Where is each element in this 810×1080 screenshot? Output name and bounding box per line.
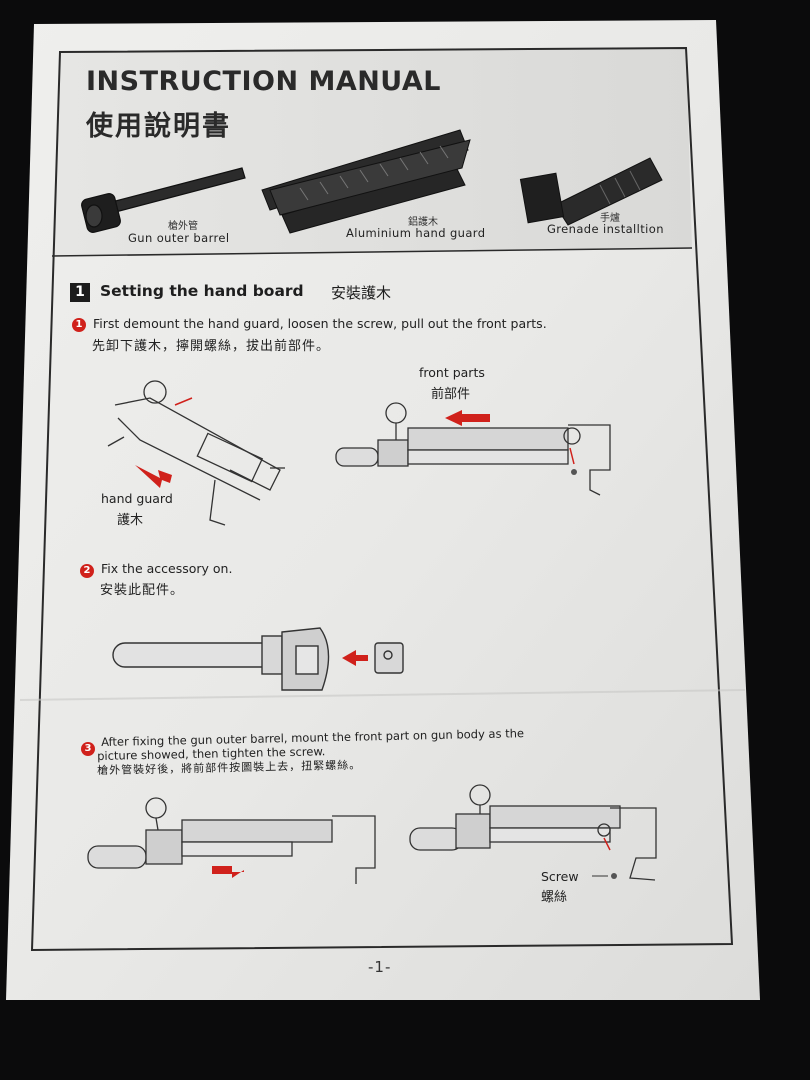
step3-arrow [212,866,244,878]
part-gun-outer-barrel-cn: 槍外管 [168,221,198,232]
section-title: Setting the hand board [100,282,304,300]
step-2-text-cn: 安裝此配件。 [100,583,185,598]
part-grenade-cn: 手爐 [600,213,620,224]
section-title-cn: 安裝護木 [331,284,392,302]
step-1-badge: 1 [72,318,86,332]
part-gun-outer-barrel: Gun outer barrel [128,231,230,245]
part-hand-guard-cn: 鋁護木 [408,217,438,228]
step3-right-illustration [409,784,657,881]
grip-illustration [519,157,663,226]
label-hand-guard: hand guard [101,491,173,506]
step1-arrow-right [445,410,490,426]
label-screw: Screw [541,869,579,884]
manual-title: INSTRUCTION MANUAL [86,66,442,97]
step3-left-illustration [87,797,376,884]
label-hand-guard-cn: 護木 [117,513,144,528]
section-number: 1 [70,283,90,302]
step2-arrow [342,650,368,666]
page-number: -1- [368,958,392,976]
step-3-badge: 3 [81,742,95,756]
gun-outer-barrel-illustration [81,167,246,233]
label-front-parts: front parts [419,365,485,380]
part-grenade: Grenade installtion [547,222,664,236]
step-2-badge: 2 [80,564,94,578]
label-screw-cn: 螺絲 [541,890,568,905]
step-1-text: First demount the hand guard, loosen the… [93,316,547,331]
step-1-text-cn: 先卸下護木，擰開螺絲，拔出前部件。 [92,339,331,354]
step-2-text: Fix the accessory on. [101,561,233,576]
part-hand-guard: Aluminium hand guard [346,226,486,240]
hand-guard-illustration [261,129,471,234]
step1-arrow-left [135,465,172,488]
manual-title-cn: 使用說明書 [86,111,231,142]
step2-illustration [112,627,404,691]
label-front-parts-cn: 前部件 [431,387,471,402]
step1-right-illustration [335,402,611,496]
